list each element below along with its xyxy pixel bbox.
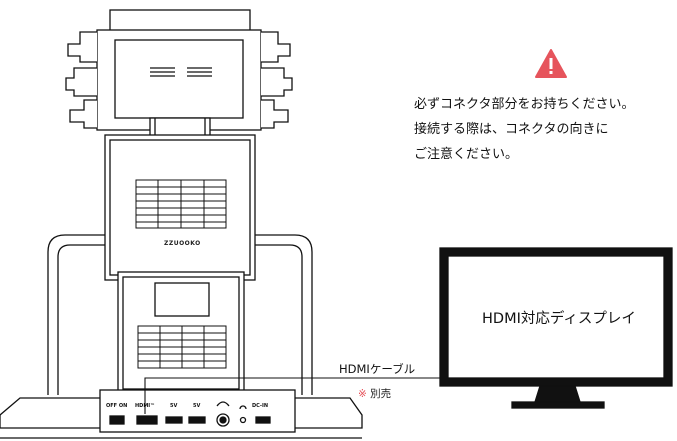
- dock-body: [104, 134, 256, 393]
- hdmi-port: [136, 415, 158, 425]
- usb-port-1: [165, 416, 183, 424]
- display-label: HDMI対応ディスプレイ: [482, 311, 636, 327]
- controller-holder: [65, 9, 293, 139]
- brand-label: ZZUOOKO: [164, 240, 201, 247]
- cable-label: HDMIケーブル: [339, 362, 416, 376]
- warning-line-2: 接続する際は、コネクタの向きに: [414, 122, 609, 137]
- note-mark: ※: [358, 388, 367, 400]
- dock-base: [0, 389, 363, 439]
- warning-line-3: ご注意ください。: [414, 147, 519, 162]
- usb-port-2: [188, 416, 206, 424]
- warning-triangle-icon: [535, 49, 567, 78]
- power-switch[interactable]: [109, 415, 125, 425]
- port-label-hdmi: HDMI™: [135, 403, 156, 409]
- port-label-dc: DC-IN: [252, 403, 269, 409]
- note-text: 別売: [370, 388, 392, 400]
- lower-vent: [137, 325, 227, 369]
- headphone-icon: [216, 401, 230, 407]
- dc-in-port: [255, 416, 271, 424]
- stand-arms: [47, 234, 313, 395]
- display: [439, 247, 673, 409]
- hdmi-cable: [144, 377, 440, 414]
- warning-line-1: 必ずコネクタ部分をお持ちください。: [414, 97, 635, 112]
- port-label-usb2: 5V: [193, 403, 201, 409]
- port-label-power: OFF ON: [106, 403, 128, 409]
- cable-note: ※ 別売: [358, 386, 391, 401]
- upper-vent: [135, 179, 227, 229]
- port-label-usb1: 5V: [170, 403, 178, 409]
